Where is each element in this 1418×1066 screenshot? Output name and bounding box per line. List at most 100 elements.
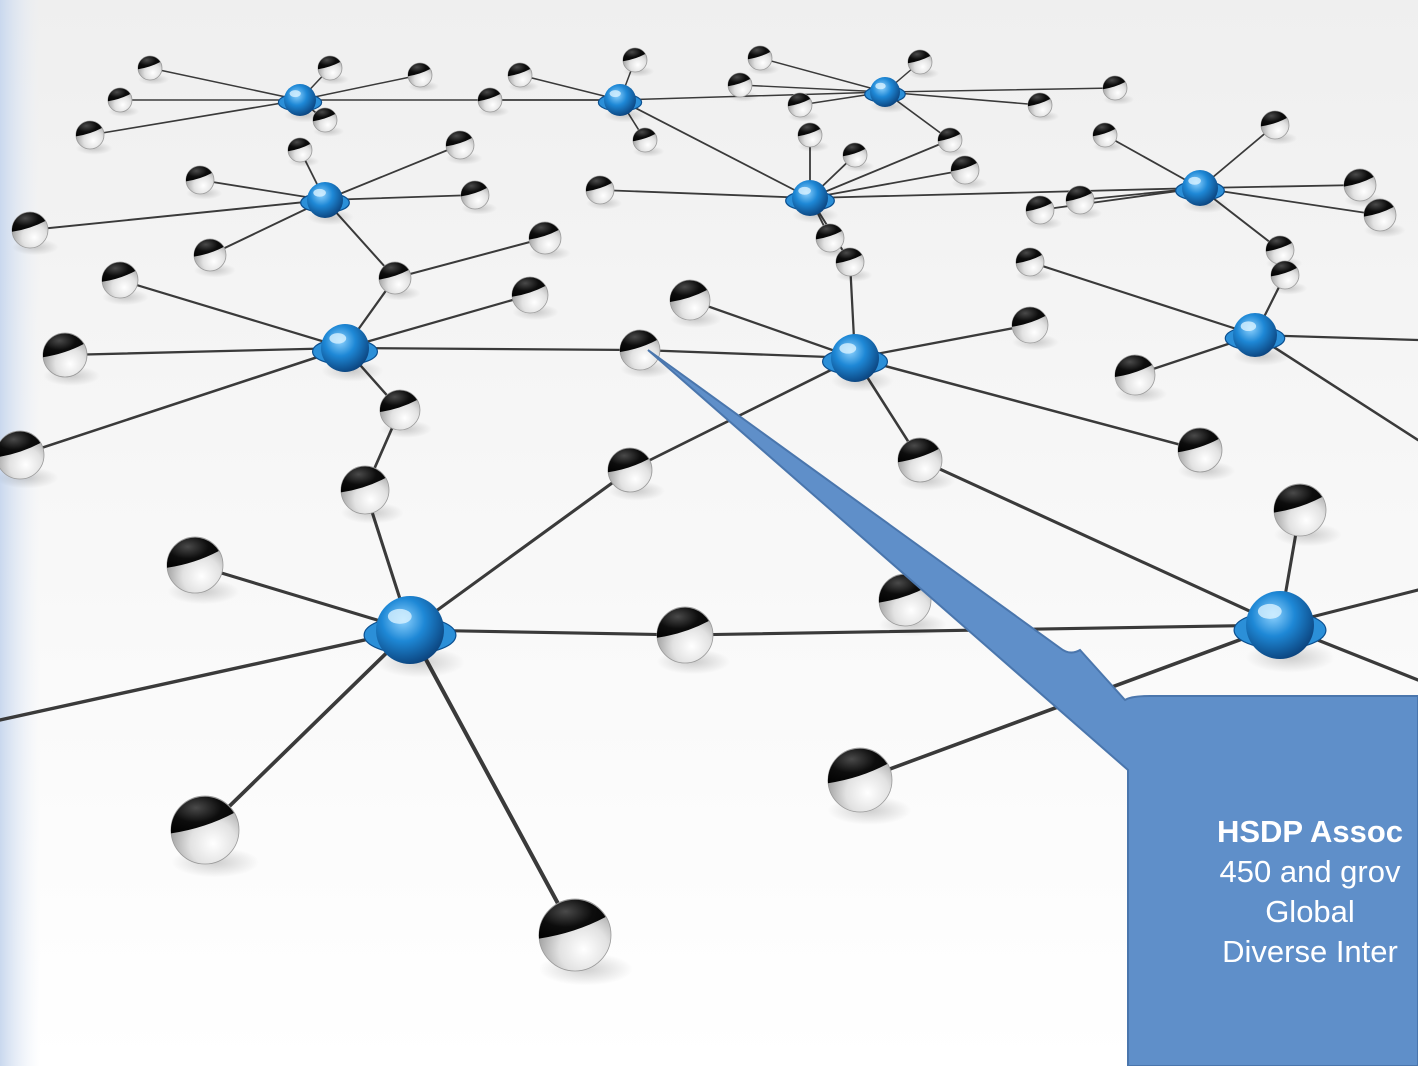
network-edge: [118, 278, 347, 350]
chrome-node-icon: [287, 137, 313, 163]
chrome-node-icon: [1273, 483, 1327, 537]
network-edge: [343, 346, 642, 352]
chrome-node-icon: [907, 49, 933, 75]
chrome-node-icon: [511, 276, 549, 314]
chrome-node-icon: [1270, 260, 1300, 290]
blue-hub-icon: [312, 324, 379, 372]
network-edge: [809, 187, 1201, 199]
chrome-node-icon: [669, 279, 711, 321]
network-edge: [199, 179, 326, 201]
chrome-node-icon: [170, 795, 240, 865]
chrome-node-icon: [101, 261, 139, 299]
chrome-node-icon: [1025, 195, 1055, 225]
network-edge: [407, 627, 578, 938]
chrome-node-icon: [42, 332, 88, 378]
chrome-node-icon: [107, 87, 133, 113]
network-edge: [324, 144, 461, 201]
chrome-node-icon: [1027, 92, 1053, 118]
callout-bubble: [647, 349, 1418, 1066]
callout-line-1: 450 and grov: [1219, 854, 1401, 889]
chrome-node-icon: [815, 223, 845, 253]
chrome-node-icon: [950, 155, 980, 185]
chrome-node-icon: [1102, 75, 1128, 101]
blue-hub-icon: [1175, 170, 1225, 206]
chrome-node-icon: [340, 465, 390, 515]
network-edge: [203, 628, 412, 832]
chrome-node-icon: [379, 389, 421, 431]
chrome-node-icon: [747, 45, 773, 71]
chrome-node-icon: [407, 62, 433, 88]
network-nodes: [0, 45, 1406, 986]
chrome-node-icon: [1363, 198, 1397, 232]
network-edge: [918, 458, 1282, 627]
network-edge: [393, 236, 547, 280]
network-edge: [688, 298, 857, 360]
chrome-node-icon: [585, 175, 615, 205]
network-edge: [89, 99, 301, 136]
blue-hub-icon: [1224, 313, 1286, 357]
chrome-node-icon: [727, 72, 753, 98]
callout-line-2: Global: [1265, 894, 1355, 929]
chrome-node-icon: [1343, 168, 1377, 202]
chrome-node-icon: [137, 55, 163, 81]
network-edge: [18, 346, 347, 457]
chrome-node-icon: [622, 47, 648, 73]
chrome-node-icon: [75, 120, 105, 150]
blue-hub-icon: [864, 77, 906, 107]
network-edge: [1039, 187, 1201, 211]
chrome-node-icon: [11, 211, 49, 249]
chrome-node-icon: [842, 142, 868, 168]
network-edge: [29, 199, 326, 231]
network-edge: [193, 563, 412, 632]
chrome-node-icon: [619, 329, 661, 371]
chrome-node-icon: [460, 180, 490, 210]
blue-hub-icon: [277, 84, 323, 116]
network-edge: [1199, 187, 1381, 216]
network-edge: [619, 99, 811, 199]
network-edge: [0, 628, 412, 722]
network-edge: [809, 169, 966, 199]
blue-hub-icon: [597, 84, 643, 116]
chrome-node-icon: [477, 87, 503, 113]
callout-line-3: Diverse Inter: [1222, 934, 1398, 969]
chrome-node-icon: [166, 536, 224, 594]
chrome-node-icon: [193, 238, 227, 272]
chrome-node-icon: [378, 261, 412, 295]
chrome-node-icon: [528, 221, 562, 255]
chrome-node-icon: [1015, 247, 1045, 277]
chrome-node-icon: [507, 62, 533, 88]
chrome-node-icon: [607, 447, 653, 493]
chrome-node-icon: [445, 130, 475, 160]
blue-hub-icon: [1233, 591, 1327, 659]
blue-hub-icon: [363, 596, 457, 664]
network-edge: [599, 189, 811, 199]
network-edge: [1028, 260, 1257, 337]
chrome-node-icon: [787, 92, 813, 118]
chrome-node-icon: [1265, 235, 1295, 265]
network-edge: [299, 74, 421, 101]
chrome-node-icon: [317, 55, 343, 81]
chrome-node-icon: [656, 606, 714, 664]
network-edge: [408, 468, 632, 632]
blue-hub-icon: [785, 180, 835, 216]
left-edge-band: [0, 0, 40, 1066]
network-edge: [884, 91, 1041, 106]
chrome-node-icon: [1177, 427, 1223, 473]
chrome-node-icon: [185, 165, 215, 195]
network-edge: [853, 323, 1032, 360]
network-edge: [739, 84, 886, 93]
chrome-node-icon: [1260, 110, 1290, 140]
chrome-node-icon: [538, 898, 612, 972]
network-edge: [884, 87, 1116, 93]
chrome-node-icon: [835, 247, 865, 277]
chrome-node-icon: [937, 127, 963, 153]
blue-hub-icon: [300, 182, 350, 218]
network-edge: [809, 139, 951, 199]
network-edge: [1199, 184, 1361, 189]
chrome-node-icon: [797, 122, 823, 148]
chrome-node-icon: [1065, 185, 1095, 215]
network-edge: [149, 67, 301, 101]
speech-callout: [647, 349, 1418, 1066]
chrome-node-icon: [1092, 122, 1118, 148]
callout-text: HSDP Assoc 450 and grov Global Diverse I…: [1140, 812, 1418, 972]
